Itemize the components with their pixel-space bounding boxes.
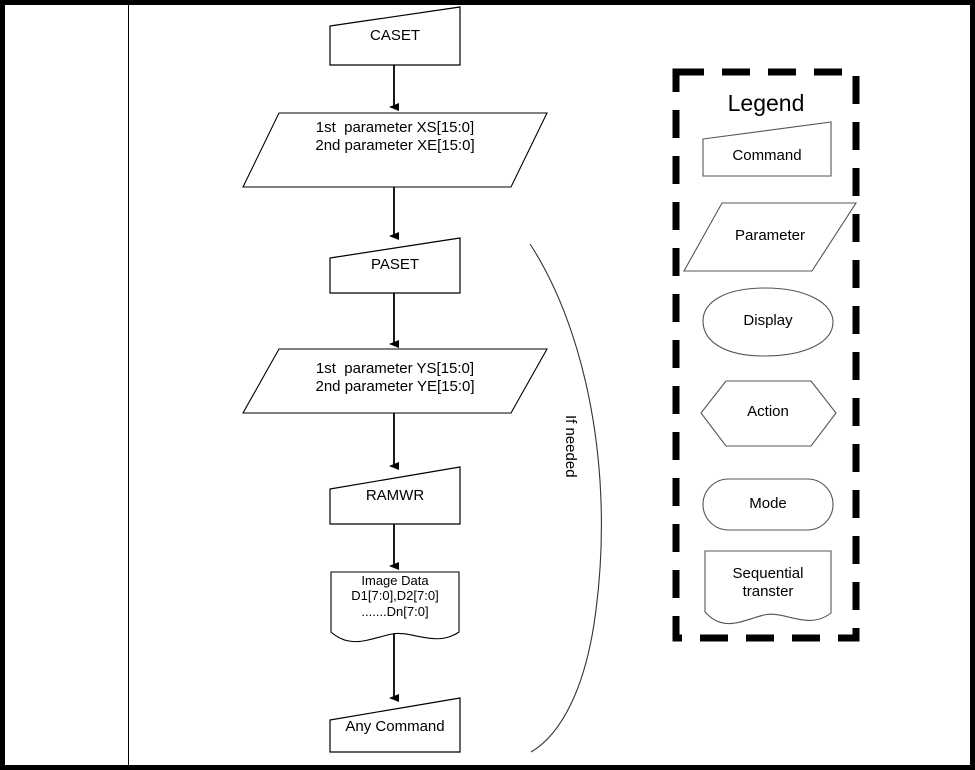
legend-shape-sequential-transfer bbox=[704, 550, 832, 625]
node-caset-shape bbox=[329, 6, 461, 66]
legend-shape-parameter bbox=[683, 202, 858, 272]
legend-box bbox=[672, 68, 860, 642]
if-needed-brace bbox=[529, 243, 602, 753]
legend-shape-action bbox=[700, 380, 837, 447]
page-divider-line bbox=[128, 5, 129, 765]
node-paset-shape bbox=[329, 237, 461, 294]
node-any-command-shape bbox=[329, 697, 461, 753]
node-y-params-shape bbox=[242, 348, 548, 414]
legend-shape-command bbox=[702, 121, 832, 177]
node-x-params-shape bbox=[242, 112, 548, 188]
node-image-data-shape bbox=[330, 571, 460, 643]
legend-shape-display bbox=[702, 287, 834, 357]
node-ramwr-shape bbox=[329, 466, 461, 525]
if-needed-annotation: If needed bbox=[562, 415, 579, 478]
legend-shape-mode bbox=[702, 478, 834, 531]
legend-title: Legend bbox=[727, 90, 805, 116]
